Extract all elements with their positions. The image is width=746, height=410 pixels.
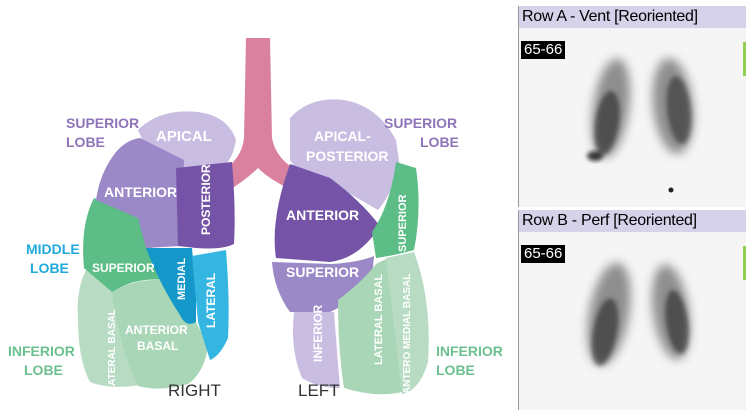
label-left-apical-posterior-1: APICAL- xyxy=(314,128,371,144)
label-left-apical-posterior-2: POSTERIOR xyxy=(306,148,388,164)
side-label-right: RIGHT xyxy=(168,381,221,400)
label-right-medial: MEDIAL xyxy=(176,258,188,300)
label-right-apical: APICAL xyxy=(156,128,212,145)
lobe-label-middle-right-1: MIDDLE xyxy=(26,241,80,257)
label-right-lateral: LATERAL xyxy=(204,273,218,328)
lobe-label-superior-right-1: SUPERIOR xyxy=(66,115,139,131)
label-left-antero-medial-basal: ANTERO MEDIAL BASAL xyxy=(402,274,413,394)
label-left-superior-lingula: SUPERIOR xyxy=(397,194,409,252)
lobe-label-inferior-left-2: LOBE xyxy=(436,362,475,378)
slice-badge-ventilation: 65-66 xyxy=(521,41,565,59)
label-left-anterior: ANTERIOR xyxy=(286,207,359,223)
label-right-anterior-basal-2: BASAL xyxy=(137,339,178,353)
scan-header-perfusion: Row B - Perf [Reoriented] xyxy=(519,210,746,232)
lobe-label-inferior-left-1: INFERIOR xyxy=(436,343,503,359)
label-left-lateral-basal: LATERAL BASAL xyxy=(373,273,385,365)
scan-panel-perfusion: Row B - Perf [Reoriented] 65-66 xyxy=(518,210,746,410)
lobe-label-inferior-right-1: INFERIOR xyxy=(8,343,75,359)
label-right-anterior-basal-1: ANTERIOR xyxy=(125,323,188,337)
slice-badge-perfusion: 65-66 xyxy=(521,245,565,263)
scan-header-ventilation: Row A - Vent [Reoriented] xyxy=(519,6,746,28)
side-label-left: LEFT xyxy=(298,381,340,400)
label-right-lateral-basal: LATERAL BASAL xyxy=(107,309,118,392)
label-left-superior: SUPERIOR xyxy=(286,264,359,280)
label-right-superior: SUPERIOR xyxy=(92,261,155,275)
label-right-posterior: POSTERIOR xyxy=(199,164,213,235)
lobe-label-inferior-right-2: LOBE xyxy=(24,362,63,378)
lobe-label-middle-right-2: LOBE xyxy=(30,260,69,276)
lobe-label-superior-left-2: LOBE xyxy=(420,134,459,150)
lung-segments-diagram: APICAL ANTERIOR POSTERIOR SUPERIOR MEDIA… xyxy=(0,0,510,410)
label-right-anterior: ANTERIOR xyxy=(104,184,177,200)
lobe-label-superior-left-1: SUPERIOR xyxy=(384,115,457,131)
label-left-inferior: INFERIOR xyxy=(311,304,325,362)
lobe-label-superior-right-2: LOBE xyxy=(66,134,105,150)
scan-panel-ventilation: Row A - Vent [Reoriented] 65-66 xyxy=(518,6,746,207)
